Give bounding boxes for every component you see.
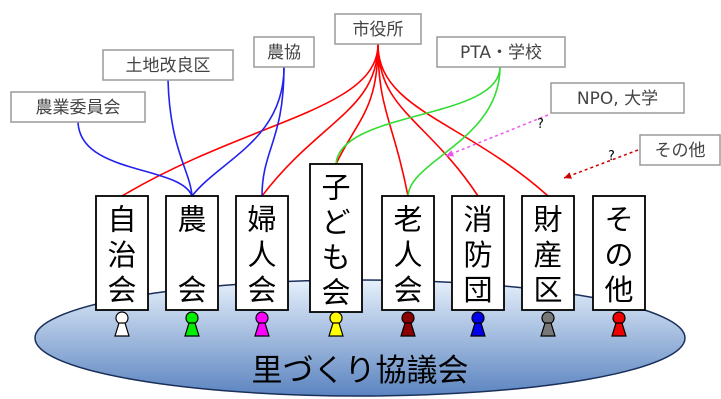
shiyakusho-line: [335, 43, 379, 165]
unknown-link-arrow: ?: [563, 149, 639, 179]
group-char: 会: [177, 273, 206, 307]
group-char: そ: [604, 203, 633, 237]
group-sonota: その他: [592, 195, 646, 311]
group-char: 子: [321, 170, 350, 204]
ext-org-box: [10, 91, 146, 123]
group-char: 会: [107, 273, 136, 307]
group-box: [451, 195, 505, 311]
ext-org-label: 農業委員会: [36, 98, 121, 118]
group-char: 会: [393, 273, 422, 307]
ext-org-box: [102, 49, 234, 81]
group-char: の: [604, 238, 633, 272]
ext-org-box: [639, 134, 721, 166]
nokyo-line: [191, 66, 285, 197]
group-char: 老: [393, 203, 422, 237]
group-box: [309, 163, 363, 313]
person-icon: [328, 311, 344, 337]
group-char: 婦: [247, 203, 276, 237]
ext-org-box: [253, 36, 315, 68]
unknown-link-arrow: ?: [445, 114, 549, 157]
group-char: 区: [533, 273, 562, 307]
unknown-marker: ?: [608, 149, 615, 164]
shiyakusho-line: [377, 43, 479, 197]
group-box: [381, 195, 435, 311]
connection-lines: [77, 43, 549, 197]
unknown-marker: ?: [537, 117, 544, 132]
tochi-line: [167, 79, 193, 197]
ext-org-shiyakusho: 市役所: [334, 13, 422, 45]
group-char: 団: [463, 273, 492, 307]
ext-org-label: その他: [655, 141, 706, 161]
shiyakusho-line: [121, 43, 379, 197]
group-char: 会: [247, 273, 276, 307]
group-char: 防: [463, 238, 492, 272]
group-box: [521, 195, 575, 311]
ext-org-label: 農協: [267, 43, 301, 63]
ext-org-nogyo: 農業委員会: [10, 91, 146, 123]
group-jichikai: 自治会: [95, 195, 149, 311]
unknown-arrows: ??: [445, 114, 639, 179]
group-box: [95, 195, 149, 311]
group-box: [235, 195, 289, 311]
ext-org-label: NPO, 大学: [577, 89, 658, 109]
ext-org-tochi: 土地改良区: [102, 49, 234, 81]
pta-line: [407, 66, 501, 197]
group-char: 財: [533, 203, 562, 237]
group-char: 治: [107, 238, 136, 272]
ext-org-pta: PTA・学校: [436, 36, 566, 68]
ext-org-label: PTA・学校: [460, 43, 542, 63]
group-char: ど: [321, 205, 350, 239]
group-char: 自: [107, 203, 136, 237]
ext-org-nokyo: 農協: [253, 36, 315, 68]
ext-org-box: [334, 13, 422, 45]
group-char: 人: [247, 238, 276, 272]
ext-org-box: [436, 36, 566, 68]
ext-org-npo: NPO, 大学: [550, 82, 685, 114]
group-char: 農: [177, 203, 206, 237]
person-icon: [611, 311, 627, 337]
person-icon: [540, 311, 556, 337]
shiyakusho-line: [261, 43, 379, 197]
group-char: 人: [393, 238, 422, 272]
group-fujinkai: 婦人会: [235, 195, 289, 311]
person-icon: [184, 311, 200, 337]
member-figures: [114, 311, 627, 337]
ext-org-sonota_ext: その他: [639, 134, 721, 166]
shiyakusho-line: [377, 43, 549, 197]
group-shobodan: 消防団: [451, 195, 505, 311]
ext-org-label: 土地改良区: [126, 56, 211, 76]
group-char: 他: [604, 273, 633, 307]
person-icon: [254, 311, 270, 337]
person-icon: [114, 311, 130, 337]
ext-org-label: 市役所: [353, 20, 404, 40]
nokyo-line: [261, 66, 285, 197]
nogyo-line: [77, 121, 193, 197]
person-icon: [470, 311, 486, 337]
shiyakusho-line: [377, 43, 409, 197]
group-char: 産: [533, 238, 562, 272]
group-nokai: 農会: [165, 195, 219, 311]
ext-org-box: [550, 82, 685, 114]
group-char: 会: [321, 275, 350, 309]
group-rojinkai: 老人会: [381, 195, 435, 311]
pta-line: [335, 66, 501, 165]
group-zaisanku: 財産区: [521, 195, 575, 311]
person-icon: [400, 311, 416, 337]
group-box: [592, 195, 646, 311]
group-char: 消: [463, 203, 492, 237]
group-box: [165, 195, 219, 311]
council-label: 里づくり協議会: [252, 353, 469, 389]
group-char: も: [321, 240, 350, 274]
